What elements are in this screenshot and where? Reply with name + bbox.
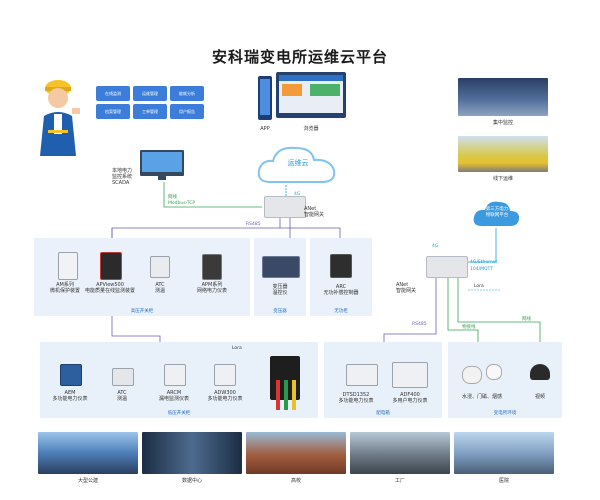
third-party-line1: 第三方电力	[485, 207, 509, 212]
sensor-device	[462, 366, 482, 384]
photo-university	[246, 432, 346, 474]
gateway-top	[264, 196, 306, 218]
proto-net-1: 物接线	[462, 325, 476, 330]
env-section-label: 变电所环境	[493, 411, 517, 416]
hv-section-label: 高压开关柜	[130, 309, 154, 314]
hv-device-3	[150, 256, 170, 278]
proto-4g-top: 4G	[294, 192, 301, 197]
cloud-label: 运维云	[287, 159, 309, 167]
hv-device-4	[202, 254, 222, 280]
proto-modbus-tcp: Modbus-TCP	[168, 201, 196, 206]
vehicle-photo	[458, 136, 548, 172]
scada-label: 本地电力 监控系统 SCADA	[112, 168, 133, 186]
lv-device-1	[60, 364, 82, 386]
sensor-device-2	[486, 364, 502, 380]
dist-section-label: 配电箱	[376, 411, 390, 416]
hv-label-4: APM系列网络电力仪表	[196, 282, 227, 294]
dist-device-1	[346, 364, 378, 386]
breaker-cable-yellow	[292, 380, 296, 410]
browser-label: 浏览器	[303, 126, 319, 132]
proto-rs485-top: RS485	[246, 222, 261, 227]
app-label: APP	[260, 126, 270, 132]
monitor-stand	[158, 176, 166, 180]
worker-figure	[34, 74, 92, 156]
photo-hospital	[454, 432, 554, 474]
breaker-cable-green	[284, 380, 288, 410]
transformer-section-label: 变压器	[273, 309, 287, 314]
lv-device-2	[112, 368, 134, 386]
lv-device-3	[164, 364, 186, 386]
third-party-cloud: 第三方电力 物联网平台	[472, 196, 522, 230]
dist-device-2	[392, 362, 428, 388]
worker-icon	[40, 80, 80, 156]
module-grid: 在线监测 运维管理 能耗分析 档案管理 工单管理 用户报告	[96, 86, 204, 120]
main-cloud-icon	[257, 146, 336, 183]
env-label-1: 水浸、门磁、烟感	[461, 394, 502, 400]
page-title: 安科瑞变电所运维云平台	[211, 48, 388, 66]
bottom-label-4: 工厂	[394, 478, 405, 484]
photo-data-center	[142, 432, 242, 474]
camera-device	[530, 364, 550, 380]
hv-label-1: AM系列微机保护装置	[49, 282, 80, 294]
proto-rs485-right: RS485	[412, 322, 427, 327]
hv-device-1	[58, 252, 78, 280]
proto-lora-small: Lora	[232, 346, 242, 351]
phone-app	[258, 76, 272, 120]
module-energy[interactable]: 能耗分析	[170, 86, 204, 101]
vehicle-label: 线下运维	[492, 176, 513, 182]
proto-lora-right: Lora	[474, 284, 484, 289]
module-monitor[interactable]: 在线监测	[96, 86, 130, 101]
proto-4g-right: 4G	[432, 244, 439, 249]
breaker-cable-red	[276, 380, 280, 410]
bottom-label-5: 医院	[498, 478, 509, 484]
lv-device-4	[214, 364, 236, 386]
transformer-device	[262, 256, 300, 278]
main-cloud: 运维云	[256, 140, 340, 186]
arc-device	[330, 254, 352, 278]
control-center-photo	[458, 78, 548, 116]
module-archive[interactable]: 档案管理	[96, 104, 130, 119]
photo-public-building	[38, 432, 138, 474]
bottom-label-2: 数据中心	[181, 478, 202, 484]
hv-device-2	[100, 252, 122, 280]
proto-4g-eth-2: 104/MQTT	[470, 267, 493, 272]
browser-screen	[276, 72, 346, 118]
module-report[interactable]: 用户报告	[170, 104, 204, 119]
gateway-top-label: ANet 智能网关	[304, 206, 325, 218]
gateway-right	[426, 256, 468, 278]
scada-monitor	[140, 150, 184, 176]
lv-section-label: 低压开关柜	[167, 411, 191, 416]
photo-factory	[350, 432, 450, 474]
control-center-label: 集中监控	[492, 120, 513, 126]
cloud-icon	[473, 201, 520, 226]
bottom-label-3: 高校	[290, 478, 301, 484]
third-party-line2: 物联网平台	[485, 213, 509, 218]
arc-section-label: 无功柜	[334, 309, 348, 314]
proto-net-2: 网线	[522, 317, 531, 322]
module-ops[interactable]: 运维管理	[133, 86, 167, 101]
module-workorder[interactable]: 工单管理	[133, 104, 167, 119]
transformer-label: 变压器温控仪	[272, 284, 288, 296]
proto-4g-eth-1: 4G/Ethernet	[470, 260, 498, 265]
bottom-label-1: 大型公建	[77, 478, 98, 484]
proto-netline: 网线	[168, 195, 177, 200]
env-label-2: 视频	[534, 394, 545, 400]
gateway-right-label: ANet 智能网关	[396, 282, 417, 294]
